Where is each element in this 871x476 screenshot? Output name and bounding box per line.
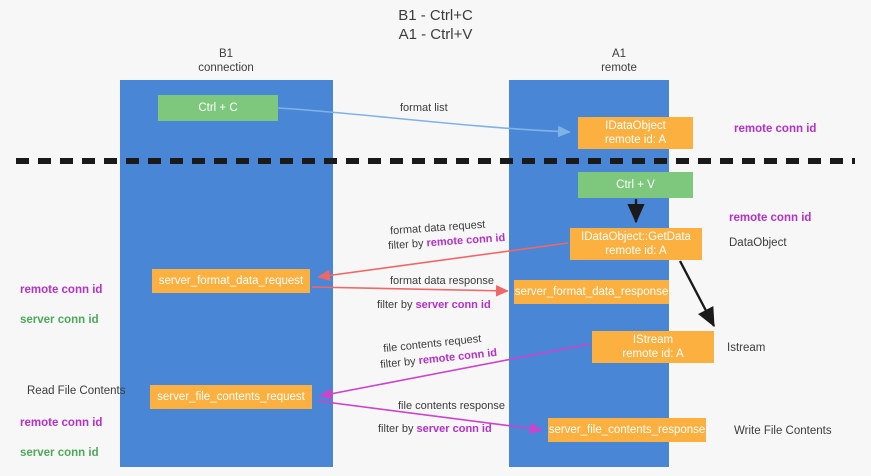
annotation-dataobject: DataObject <box>729 237 787 249</box>
arrow-getdata-istream <box>678 260 716 328</box>
filter-prefix: filter by <box>377 299 416 311</box>
edge-label-format-data-response: format data response <box>390 275 494 287</box>
annotation-remote-conn-id-mid: remote conn id <box>729 212 812 224</box>
node-ctrl-c[interactable]: Ctrl + C <box>158 95 278 121</box>
node-server-format-data-request[interactable]: server_format_data_request <box>152 269 310 293</box>
filter-key-server-conn-id: server conn id <box>416 423 492 435</box>
lane-header-b1: B1 connection <box>198 48 254 74</box>
filter-key-remote-conn-id: remote conn id <box>426 231 506 250</box>
edge-label-file-contents-response-filter: filter by server conn id <box>378 422 492 436</box>
page-title: B1 - Ctrl+C A1 - Ctrl+V <box>398 7 473 43</box>
annotation-server-conn-id: server conn id <box>20 447 99 459</box>
edge-label-file-contents-response: file contents response <box>398 400 506 412</box>
annotation-remote-conn-id: remote conn id <box>20 417 103 429</box>
node-server-file-contents-request[interactable]: server_file_contents_request <box>150 385 312 409</box>
filter-prefix: filter by <box>378 423 417 435</box>
node-server-format-data-response[interactable]: server_format_data_response <box>514 280 669 304</box>
node-istream[interactable]: IStream remote id: A <box>592 331 714 363</box>
annotation-istream: Istream <box>727 342 766 354</box>
filter-prefix: filter by <box>379 355 420 372</box>
annotation-read-file-contents: Read File Contents <box>27 385 126 397</box>
annotation-remote-conn-id: remote conn id <box>20 284 103 296</box>
node-server-file-contents-response[interactable]: server_file_contents_response <box>548 418 706 442</box>
lane-header-a1: A1 remote <box>601 48 637 74</box>
node-ctrl-v[interactable]: Ctrl + V <box>578 172 693 198</box>
annotation-left-conn-ids-top: remote conn id server conn id <box>20 268 102 343</box>
annotation-server-conn-id: server conn id <box>20 314 99 326</box>
filter-prefix: filter by <box>387 237 427 253</box>
annotation-left-conn-ids-bottom: remote conn id server conn id <box>20 401 102 476</box>
filter-key-server-conn-id: server conn id <box>415 299 491 311</box>
edge-label-format-list: format list <box>400 102 448 114</box>
edge-label-format-data-response-filter: filter by server conn id <box>377 298 491 312</box>
annotation-write-file-contents: Write File Contents <box>734 425 832 437</box>
node-idataobject-getdata[interactable]: IDataObject::GetData remote id: A <box>570 228 702 260</box>
node-idataobject[interactable]: IDataObject remote id: A <box>578 117 693 149</box>
annotation-remote-conn-id-top: remote conn id <box>734 123 817 135</box>
